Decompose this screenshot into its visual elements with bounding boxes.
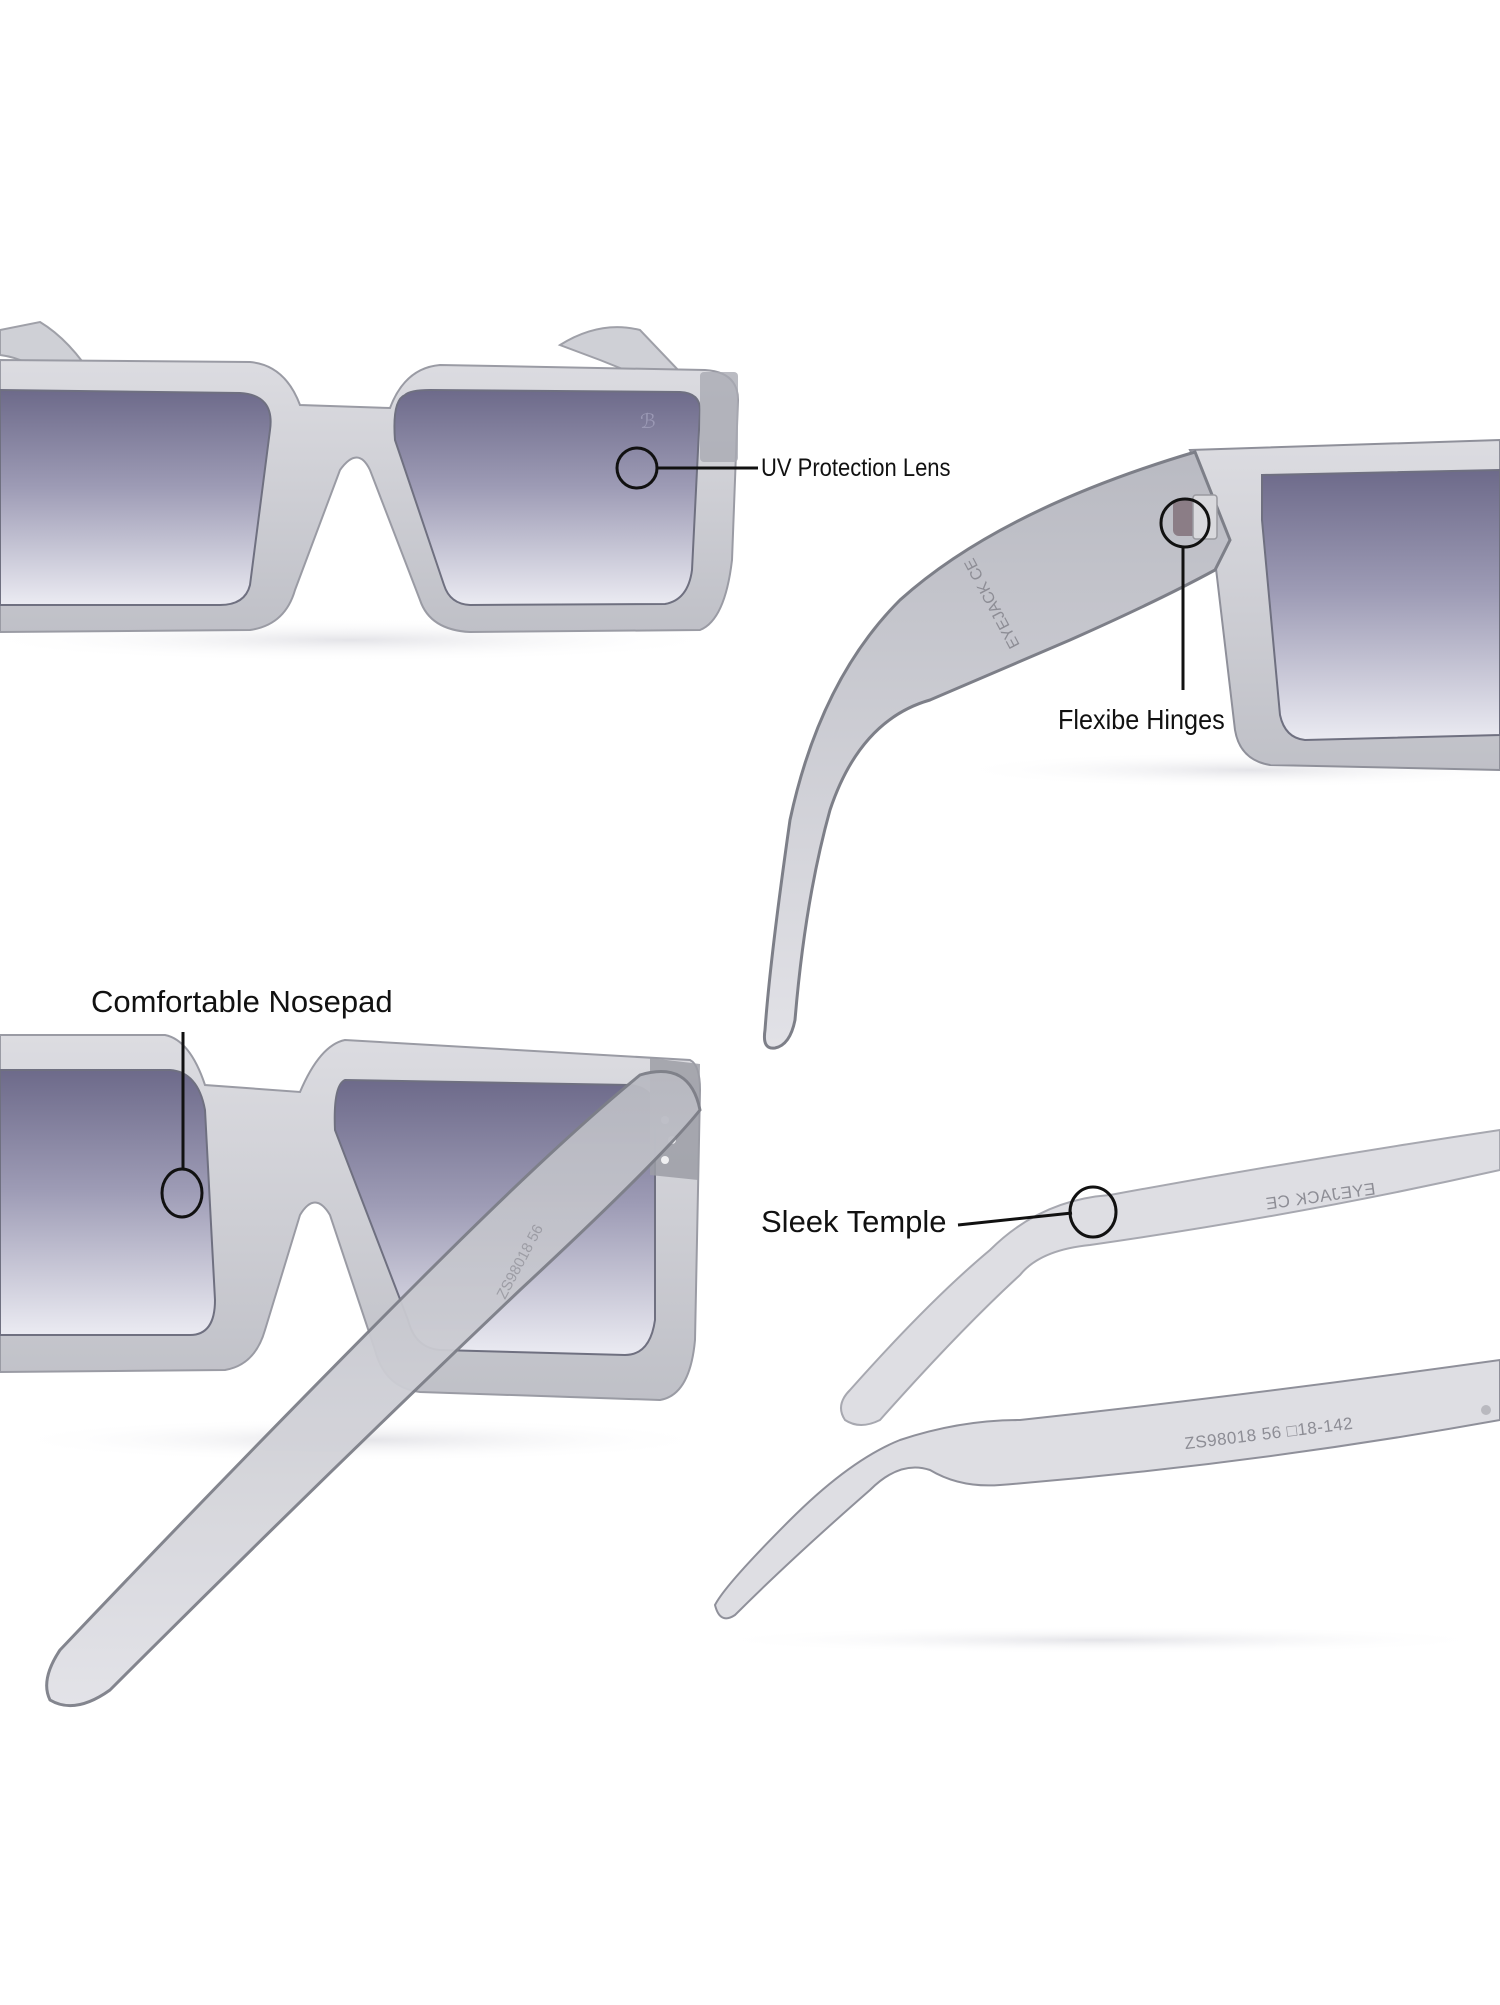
callout-label-comfortable-nosepad: Comfortable Nosepad	[91, 984, 393, 1019]
front-view: ℬ	[0, 320, 740, 662]
callout-hinge-marker	[1159, 497, 1211, 690]
brand-logo-icon: ℬ	[640, 409, 656, 433]
callout-label-uv-protection: UV Protection Lens	[761, 454, 951, 482]
callout-label-flexible-hinges: Flexibe Hinges	[1058, 704, 1225, 735]
back-view: ZS98018 56	[0, 1034, 720, 1708]
callout-temple-marker	[957, 1185, 1118, 1239]
callout-nosepad-marker	[160, 1032, 204, 1219]
side-hinge-view: EYEJACK CE	[763, 438, 1500, 1050]
callout-uv-marker	[615, 446, 758, 490]
temples-view	[700, 1128, 1500, 1654]
callout-label-sleek-temple: Sleek Temple	[761, 1204, 947, 1239]
